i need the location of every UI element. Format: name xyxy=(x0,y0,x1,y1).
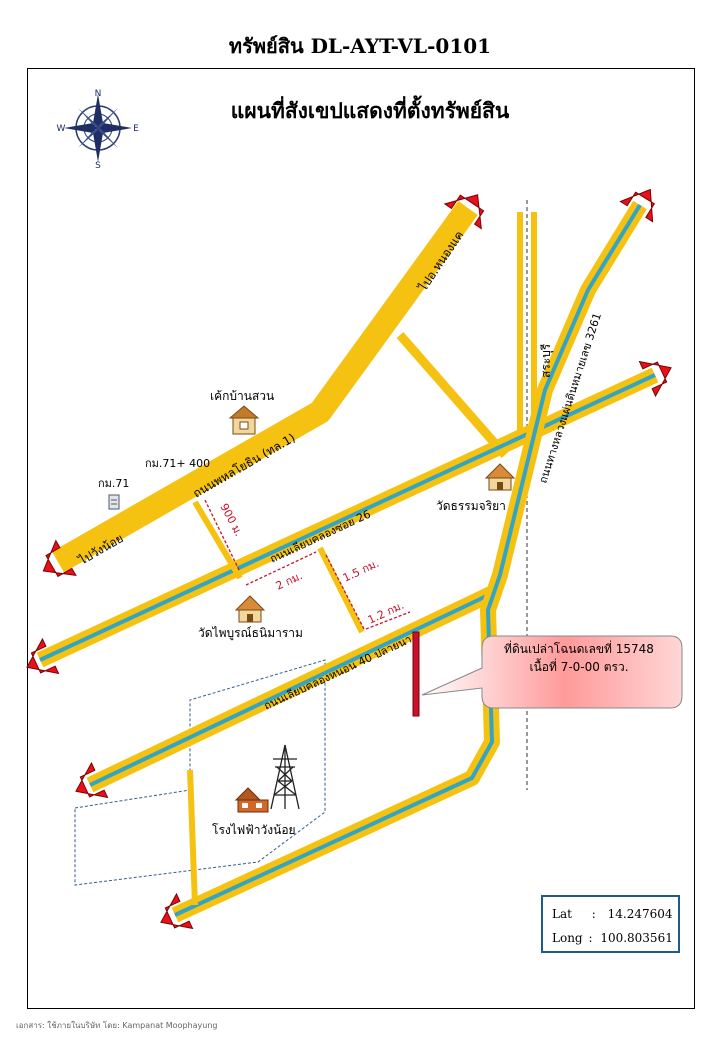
map-frame xyxy=(27,68,695,1009)
klong-40-road-lane xyxy=(89,590,496,787)
lat-value: 14.247604 xyxy=(607,907,673,921)
callout-area-line: เนื้อที่ 7-0-00 ตรว. xyxy=(529,660,629,674)
footer-note: เอกสาร: ใช้ภายในบริษัท โดย: Kampanat Moo… xyxy=(16,1021,218,1030)
connector-road-15km xyxy=(317,546,365,634)
label-power-plant: โรงไฟฟ้าวังน้อย xyxy=(212,823,296,837)
label-km71: กม.71 xyxy=(98,477,129,490)
lat-label: Lat xyxy=(552,907,572,921)
label-wat-phaiboon: วัดไพบูรณ์ธนิมาราม xyxy=(198,626,303,641)
longitude-row: Long : 100.803561 xyxy=(552,931,673,945)
klong-26-road-lane xyxy=(39,373,656,662)
arrow-klong-26-east xyxy=(638,360,672,398)
label-saraburi: สระบุรี xyxy=(539,343,554,378)
distance-900m-marker xyxy=(204,499,241,573)
phahon-yothin-road xyxy=(52,200,478,573)
document-title: ทรัพย์สิน DL-AYT-VL-0101 xyxy=(228,34,492,58)
ban-suan-cake-icon xyxy=(228,405,260,435)
latitude-row: Lat : 14.247604 xyxy=(552,907,673,921)
connector-road-wat-thammachariya xyxy=(396,332,509,458)
compass-e: E xyxy=(133,124,139,134)
distance-12km-marker xyxy=(365,611,411,630)
distance-2km-marker xyxy=(245,551,317,586)
arrow-klong-40-west xyxy=(75,761,109,799)
map-title: แผนที่สังเขปแสดงที่ตั้งทรัพย์สิน xyxy=(230,99,510,123)
wat-phaiboon-icon xyxy=(234,595,266,623)
compass-n: N xyxy=(95,89,102,99)
connector-road-power-plant xyxy=(187,769,198,906)
compass-w: W xyxy=(57,124,66,134)
label-wat-thammachariya: วัดธรรมจริยา xyxy=(436,499,506,513)
compass-s: S xyxy=(95,161,101,171)
long-separator: : xyxy=(588,931,593,945)
connector-road-900m xyxy=(192,500,243,580)
label-km71-400: กม.71+ 400 xyxy=(145,457,210,470)
label-klong-26-road: ถนนเลียบคลองซอย 26 xyxy=(268,508,373,566)
long-value: 100.803561 xyxy=(600,931,673,945)
arrow-to-nong-khae xyxy=(443,194,485,230)
lat-separator: : xyxy=(591,907,596,921)
property-callout-bubble xyxy=(421,635,683,709)
transmission-tower-icon xyxy=(270,744,300,810)
distance-15km-marker xyxy=(325,554,365,630)
callout-deed-line: ที่ดินเปล่าโฉนดเลขที่ 15748 xyxy=(504,642,654,656)
label-dist-2km: 2 กม. xyxy=(274,569,305,593)
label-dist-12km: 1.2 กม. xyxy=(366,599,406,627)
label-ban-suan-cake: เค้กบ้านสวน xyxy=(210,389,274,403)
arrow-hwy-3261-south xyxy=(160,892,194,930)
long-label: Long xyxy=(552,931,583,945)
arrow-hwy-3261-north xyxy=(619,188,656,223)
label-klong-40-road: ถนนเลียบคลองหนอน 40 ปลายนา xyxy=(262,633,414,713)
arrow-to-wang-noi xyxy=(42,539,77,578)
property-callout-text: ที่ดินเปล่าโฉนดเลขที่ 15748 เนื้อที่ 7-0… xyxy=(484,640,674,676)
wat-thammachariya-icon xyxy=(484,463,516,491)
compass-rose xyxy=(64,94,132,162)
property-plot-marker xyxy=(412,631,420,717)
arrow-klong-26-west xyxy=(26,637,60,675)
coordinates-box: Lat : 14.247604 Long : 100.803561 xyxy=(541,895,680,953)
highway-3261-lane xyxy=(174,203,642,917)
km-marker-icon xyxy=(108,494,120,510)
label-dist-15km: 1.5 กม. xyxy=(341,557,381,585)
power-plant-house-icon xyxy=(234,787,269,813)
